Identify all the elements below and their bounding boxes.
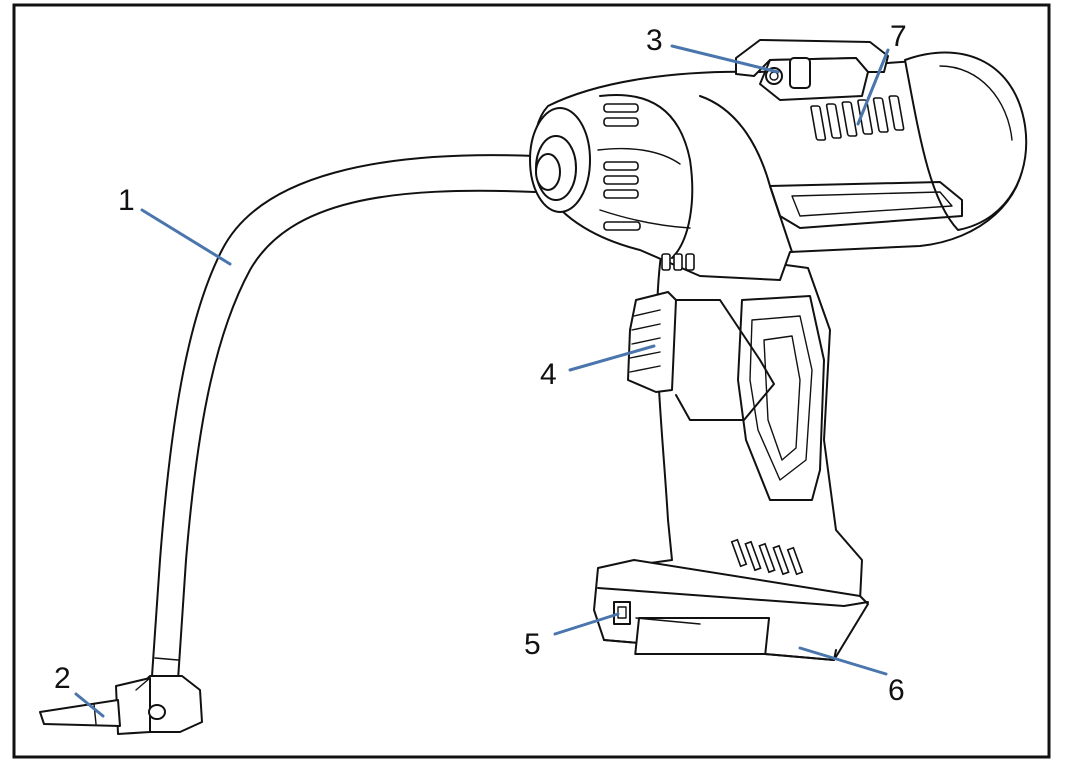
callout-6: 6 bbox=[888, 674, 905, 707]
valve-clamp-connector bbox=[39, 675, 203, 735]
callout-4: 4 bbox=[540, 358, 557, 391]
callout-7: 7 bbox=[890, 20, 907, 53]
callout-2: 2 bbox=[54, 662, 71, 695]
air-hose bbox=[151, 154, 536, 681]
leader-line-7 bbox=[856, 48, 890, 126]
diagram-frame bbox=[12, 3, 1051, 759]
leader-line-5 bbox=[553, 612, 620, 636]
leader-line-2 bbox=[74, 692, 105, 718]
top-vents bbox=[810, 95, 905, 141]
leader-line-3 bbox=[670, 44, 780, 74]
top-handle-with-light bbox=[735, 39, 889, 101]
trigger bbox=[627, 291, 677, 393]
inflator-body bbox=[529, 39, 1028, 661]
front-vents bbox=[603, 103, 695, 271]
callout-1: 1 bbox=[118, 184, 135, 217]
leader-line-1 bbox=[140, 208, 232, 266]
callout-numbers: 1 2 3 4 5 6 7 bbox=[54, 20, 907, 707]
leader-lines bbox=[74, 44, 890, 718]
leader-line-6 bbox=[798, 646, 888, 676]
battery-vents bbox=[730, 538, 804, 576]
callout-5: 5 bbox=[524, 628, 541, 661]
callout-3: 3 bbox=[646, 24, 663, 57]
leader-line-4 bbox=[568, 344, 656, 372]
